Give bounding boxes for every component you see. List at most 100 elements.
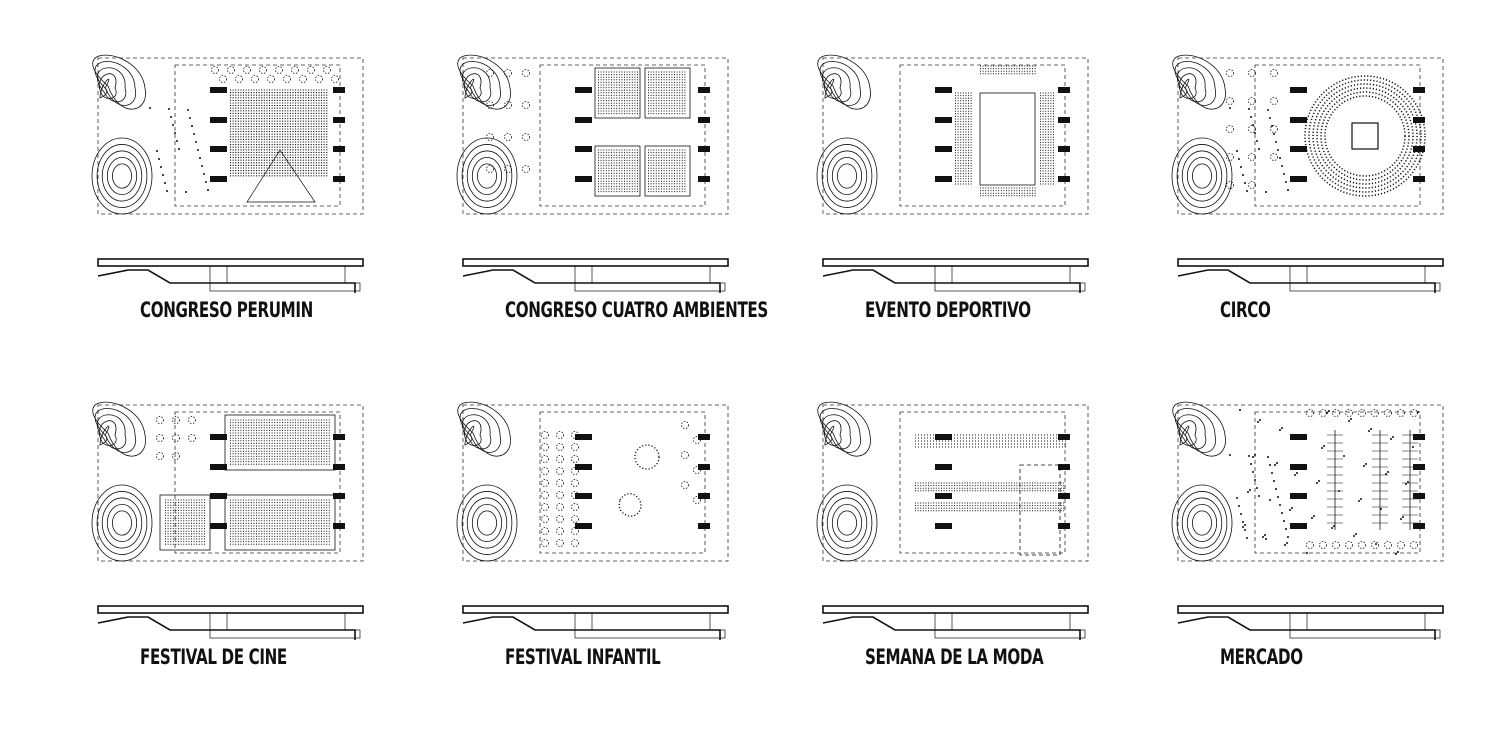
section-roof-slab: [462, 605, 729, 614]
topography-contour-upper: [464, 78, 475, 99]
visitor-dot: [203, 173, 205, 175]
round-table: [541, 503, 549, 511]
visitor-dot: [1273, 480, 1275, 482]
visitor-dot: [1248, 455, 1250, 457]
visitor-dot: [1238, 505, 1240, 507]
round-table: [556, 443, 564, 451]
visitor-dot: [1279, 157, 1281, 159]
round-table: [571, 455, 579, 463]
visitor-dot: [1316, 482, 1318, 484]
structural-wall: [575, 523, 592, 529]
visitor-dot: [1242, 526, 1244, 528]
circus-ring-seating: [1316, 87, 1414, 185]
topography-contour-lower: [1186, 503, 1218, 543]
circus-ring-seating: [1308, 79, 1422, 193]
structural-wall: [333, 117, 345, 123]
structural-wall: [1290, 176, 1307, 182]
section-ground-line: [462, 269, 721, 293]
site-boundary: [97, 57, 364, 215]
visitor-dot: [1258, 495, 1260, 497]
topography-contour-lower: [1176, 491, 1228, 555]
visitor-dot: [1350, 418, 1352, 420]
topography-contour-lower: [461, 491, 513, 555]
topography-contour-upper: [1179, 420, 1197, 446]
seating-grid: [1040, 92, 1054, 185]
panel-sport: EVENTO DEPORTIVO: [775, 48, 1115, 348]
seating-grid: [230, 419, 330, 465]
visitor-dot: [1269, 117, 1271, 119]
topography-contour-lower: [821, 491, 873, 555]
topography-contour-upper: [457, 401, 511, 457]
hall-outline: [1254, 411, 1421, 554]
visitor-dot: [185, 191, 187, 193]
round-table: [156, 434, 164, 442]
structural-wall: [575, 464, 592, 470]
topography-contour-upper: [464, 73, 482, 99]
seating-grid: [598, 149, 638, 193]
round-table: [1306, 409, 1314, 417]
round-table: [681, 451, 689, 459]
section-ground-line: [97, 616, 356, 640]
topography-contour-upper: [821, 67, 852, 103]
visitor-dot: [1248, 108, 1250, 110]
hall-outline: [1254, 64, 1421, 207]
topography-contour-upper: [99, 73, 117, 99]
visitor-dot: [1331, 527, 1333, 529]
topography-contour-lower: [466, 150, 508, 202]
topography-contour-upper: [461, 67, 492, 103]
seating-grid: [648, 71, 686, 115]
visitor-dot: [1279, 429, 1281, 431]
seating-grid: [598, 71, 638, 115]
topography-contour-lower: [1192, 510, 1213, 536]
round-table: [331, 75, 339, 83]
section-roof-slab: [822, 605, 1089, 614]
round-table: [486, 165, 494, 173]
panel-cinema: FESTIVAL DE CINE: [50, 395, 390, 695]
topography-contour-upper: [819, 61, 862, 106]
topography-contour-upper: [824, 425, 835, 446]
site-boundary: [97, 404, 364, 562]
visitor-dot: [1375, 543, 1377, 545]
round-table: [1358, 409, 1366, 417]
section-roof-slab: [822, 258, 1089, 267]
seating-grid: [915, 482, 1065, 492]
seating-grid: [955, 92, 972, 185]
layout-title: CONGRESO CUATRO AMBIENTES: [505, 298, 768, 322]
visitor-dot: [1287, 189, 1289, 191]
layout-title: CIRCO: [1220, 298, 1271, 322]
topography-contour-upper: [1179, 425, 1190, 446]
round-table: [1226, 153, 1234, 161]
round-table: [541, 467, 549, 475]
round-table: [1371, 409, 1379, 417]
visitor-dot: [1402, 516, 1404, 518]
topography-contour-upper: [461, 414, 492, 450]
topography-contour-lower: [477, 510, 498, 536]
visitor-dot: [1390, 438, 1392, 440]
round-table: [556, 431, 564, 439]
visitor-dot: [1306, 552, 1308, 554]
structural-wall: [698, 464, 710, 470]
visitor-dot: [207, 189, 209, 191]
visitor-dot: [1246, 537, 1248, 539]
seating-grid: [915, 502, 1065, 512]
round-table: [522, 165, 530, 173]
structural-wall: [210, 464, 227, 470]
structural-wall: [935, 117, 952, 123]
circus-ring-seating: [1324, 95, 1406, 177]
visitor-dot: [1277, 496, 1279, 498]
visitor-dot: [160, 166, 162, 168]
panel-kids: FESTIVAL INFANTIL: [415, 395, 755, 695]
structural-wall: [1413, 117, 1425, 123]
topography-contour-lower: [1176, 144, 1228, 208]
round-table: [571, 515, 579, 523]
topography-contour-lower: [106, 503, 138, 543]
topography-contour-lower: [831, 156, 863, 196]
visitor-dot: [1301, 437, 1303, 439]
structural-wall: [698, 146, 710, 152]
section-ground-line: [462, 616, 721, 640]
topography-contour-lower: [816, 137, 878, 215]
visitor-dot: [1236, 497, 1238, 499]
topography-contour-lower: [456, 484, 518, 562]
topography-contour-upper: [459, 408, 502, 453]
round-table: [571, 479, 579, 487]
